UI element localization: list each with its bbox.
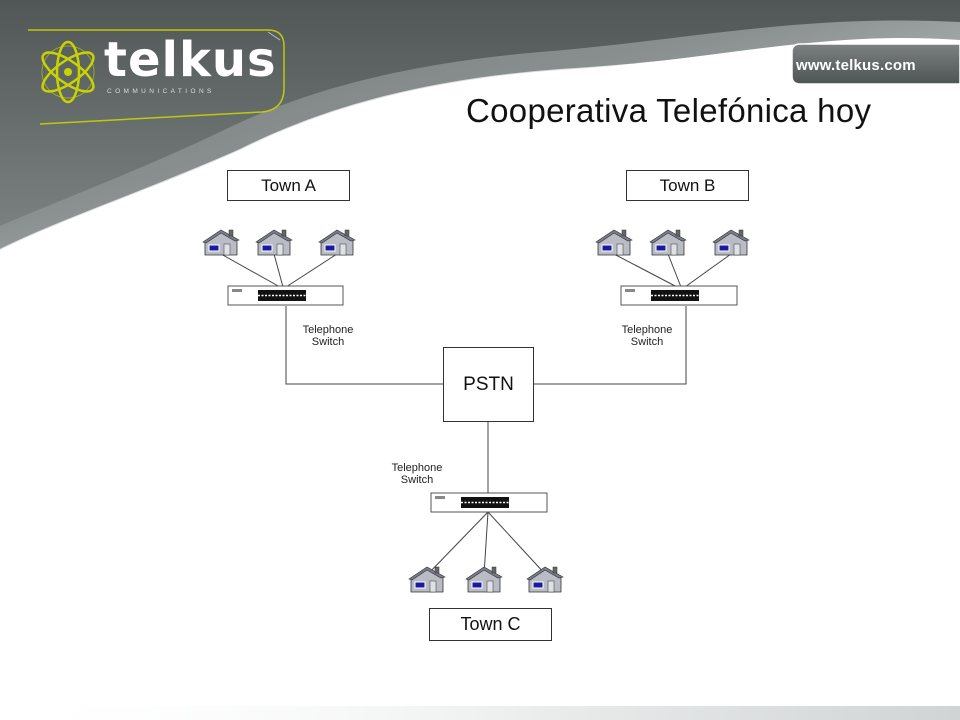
brand-subtitle: COMMUNICATIONS [107, 88, 215, 95]
brand-name: telkus [104, 32, 277, 88]
house-icon-b3 [712, 229, 750, 256]
website-url[interactable]: www.telkus.com [796, 57, 916, 74]
house-icon-c3 [526, 566, 564, 593]
pstn-box: PSTN [443, 347, 534, 422]
house-icon-a2 [255, 229, 293, 256]
house-icon-a3 [318, 229, 356, 256]
footer-bar [0, 706, 960, 720]
town-a-box: Town A [227, 170, 350, 201]
town-b-box: Town B [626, 170, 749, 201]
town-c-box: Town C [429, 608, 552, 641]
switch-label-b-line2: Switch [630, 336, 664, 348]
telephone-switch-b [620, 285, 738, 306]
switch-label-a: Telephone Switch [288, 324, 368, 348]
slide-title: Cooperativa Telefónica hoy [466, 92, 872, 129]
diagram-lines [220, 253, 732, 576]
header-banner [0, 0, 960, 251]
house-icon-c2 [465, 566, 503, 593]
switch-label-a-line2: Switch [311, 336, 345, 348]
url-tab [791, 43, 960, 85]
switch-label-b: Telephone Switch [607, 324, 687, 348]
telephone-switch-a [227, 285, 344, 306]
house-icon-b1 [595, 229, 633, 256]
switch-label-c: Telephone Switch [377, 462, 457, 486]
switch-label-a-line1: Telephone [302, 324, 354, 336]
house-icon-a1 [202, 229, 240, 256]
switch-label-b-line1: Telephone [621, 324, 673, 336]
house-icon-c1 [408, 566, 446, 593]
house-icon-b2 [649, 229, 687, 256]
switch-label-c-line1: Telephone [391, 462, 443, 474]
switch-label-c-line2: Switch [400, 474, 434, 486]
globe-icon [41, 40, 95, 104]
houses-group [202, 229, 750, 593]
telephone-switch-c [430, 492, 548, 513]
logo-frame [28, 29, 285, 125]
